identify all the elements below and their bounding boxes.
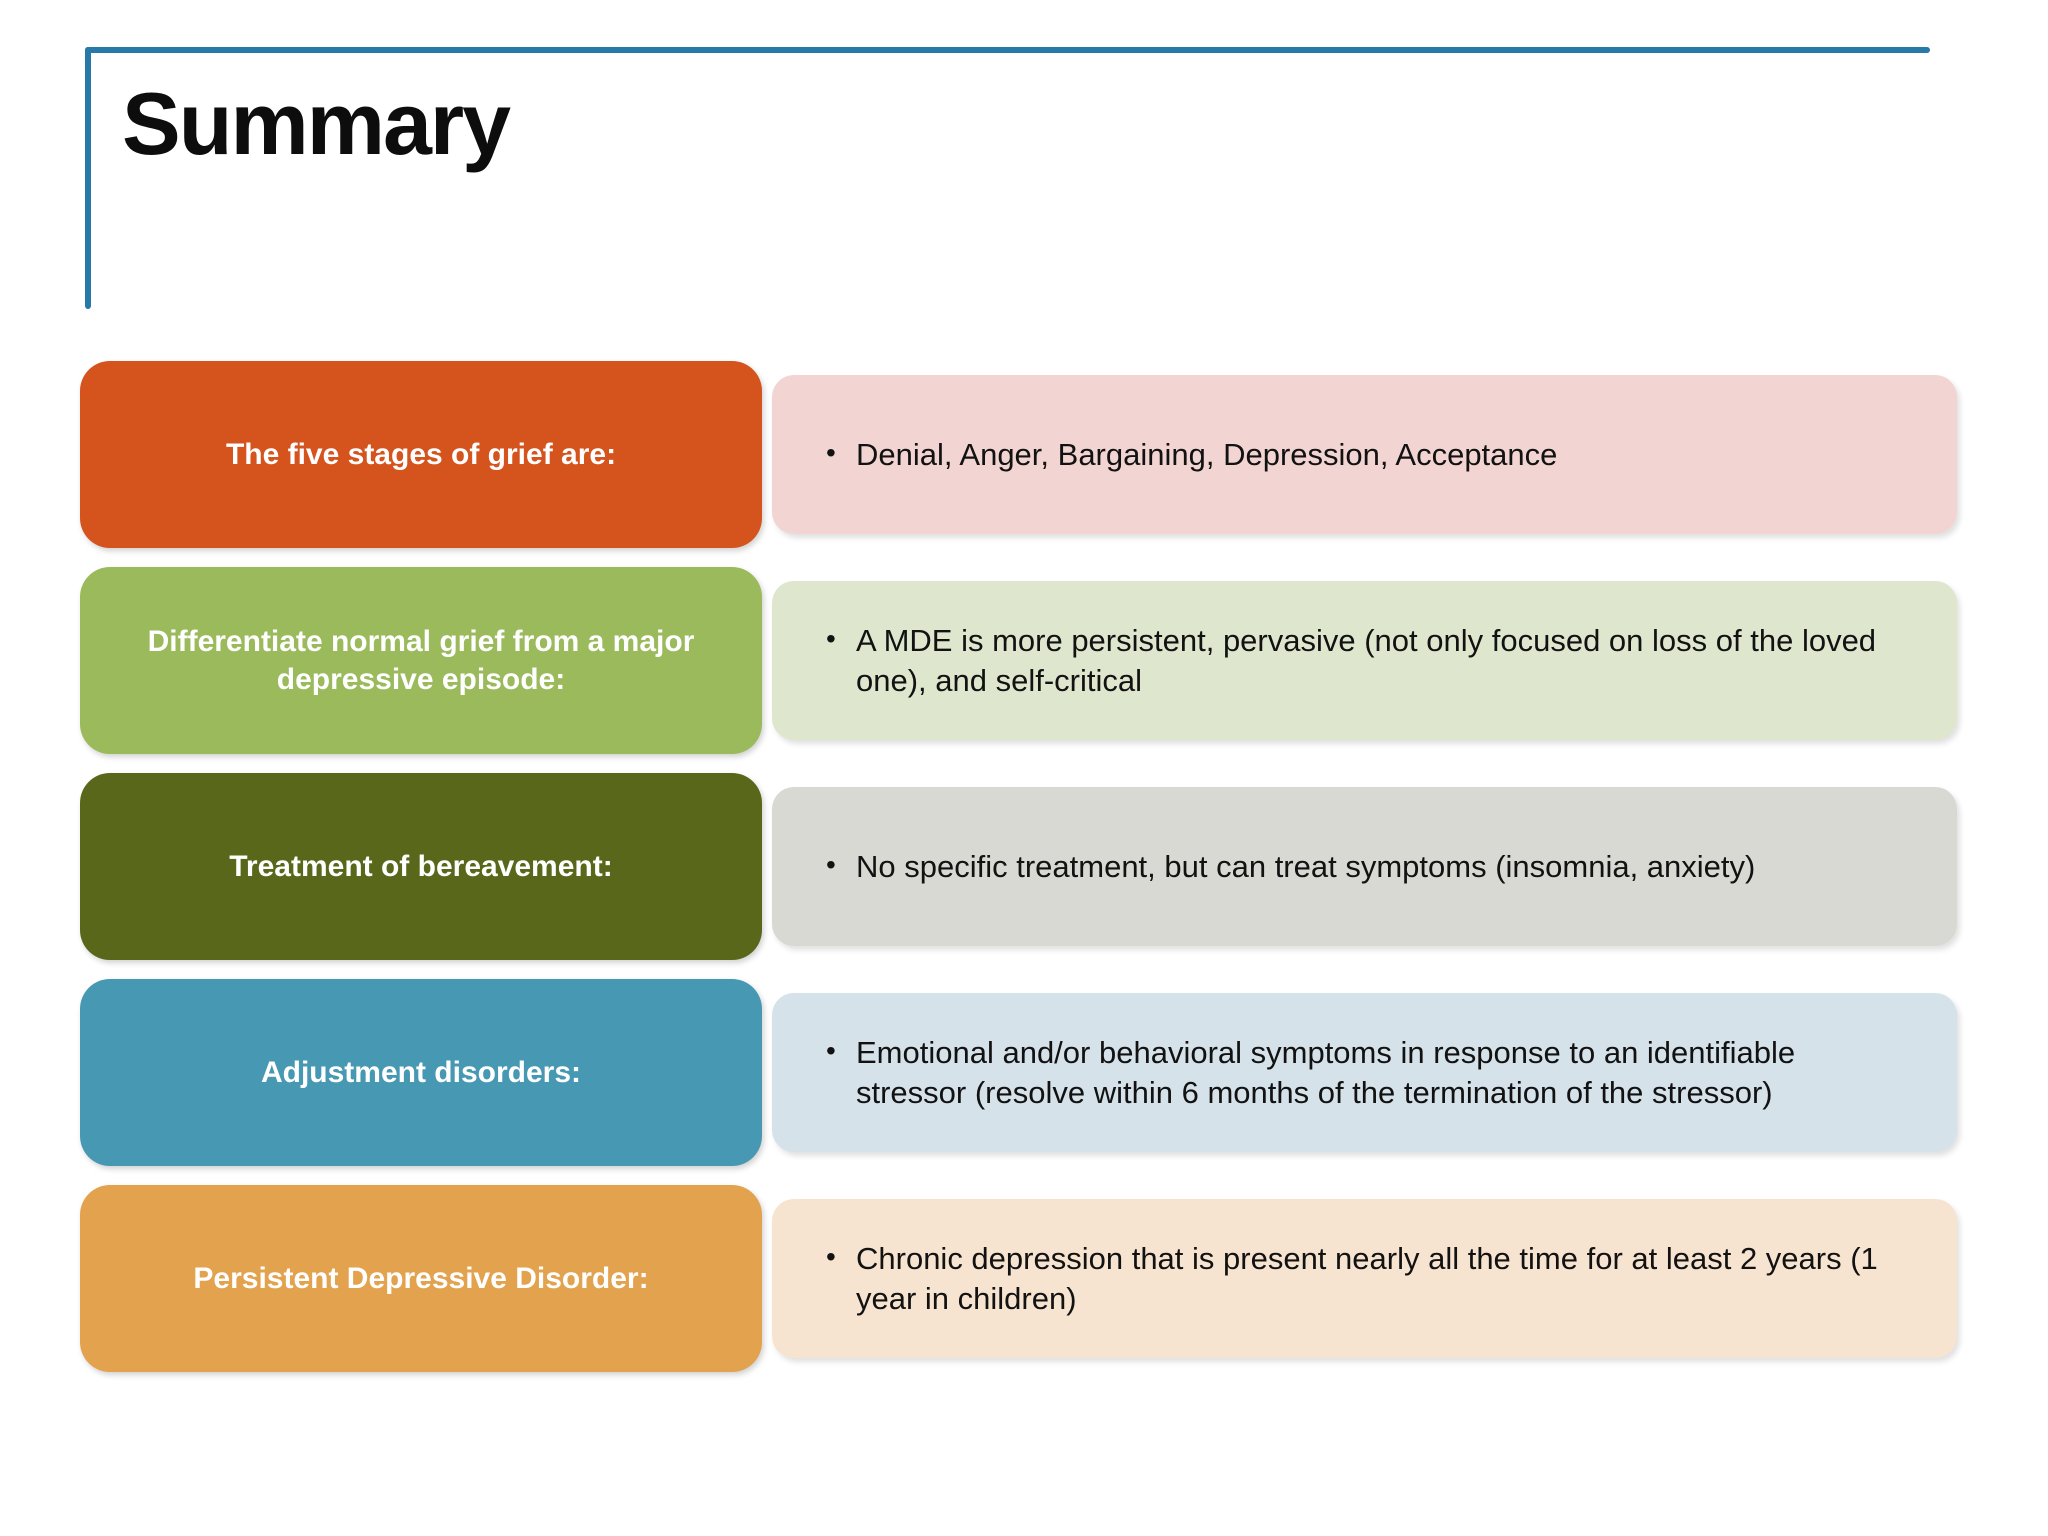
row-label-box: Persistent Depressive Disorder:	[80, 1185, 762, 1372]
accent-border-top	[85, 47, 1930, 53]
row-label-box: Differentiate normal grief from a major …	[80, 567, 762, 754]
summary-row: Treatment of bereavement: • No specific …	[80, 773, 1957, 960]
row-label: Persistent Depressive Disorder:	[193, 1261, 649, 1295]
bullet-icon: •	[826, 436, 836, 468]
row-content-box: • Chronic depression that is present nea…	[772, 1199, 1957, 1358]
bullet-icon: •	[826, 848, 836, 880]
row-content: • A MDE is more persistent, pervasive (n…	[826, 621, 1911, 699]
row-content: • No specific treatment, but can treat s…	[826, 847, 1755, 886]
row-content-box: • Emotional and/or behavioral symptoms i…	[772, 993, 1957, 1152]
row-label-box: Treatment of bereavement:	[80, 773, 762, 960]
row-content-text: A MDE is more persistent, pervasive (not…	[856, 623, 1877, 698]
row-content-box: • Denial, Anger, Bargaining, Depression,…	[772, 375, 1957, 534]
row-content-text: No specific treatment, but can treat sym…	[856, 848, 1756, 884]
row-content: • Emotional and/or behavioral symptoms i…	[826, 1033, 1911, 1111]
row-content-text: Denial, Anger, Bargaining, Depression, A…	[856, 436, 1558, 472]
summary-row: The five stages of grief are: • Denial, …	[80, 361, 1957, 548]
row-content-box: • A MDE is more persistent, pervasive (n…	[772, 581, 1957, 740]
row-label-box: Adjustment disorders:	[80, 979, 762, 1166]
summary-row: Persistent Depressive Disorder: • Chroni…	[80, 1185, 1957, 1372]
row-content: • Denial, Anger, Bargaining, Depression,…	[826, 435, 1557, 474]
row-content-text: Emotional and/or behavioral symptoms in …	[856, 1035, 1796, 1110]
summary-row: Differentiate normal grief from a major …	[80, 567, 1957, 754]
row-content-box: • No specific treatment, but can treat s…	[772, 787, 1957, 946]
bullet-icon: •	[826, 1241, 836, 1273]
summary-rows: The five stages of grief are: • Denial, …	[80, 361, 1957, 1391]
accent-border-left	[85, 47, 91, 309]
row-content-text: Chronic depression that is present nearl…	[856, 1241, 1878, 1316]
row-label: Treatment of bereavement:	[229, 849, 613, 883]
page-title: Summary	[122, 74, 511, 173]
bullet-icon: •	[826, 623, 836, 655]
bullet-icon: •	[826, 1035, 836, 1067]
row-label: Differentiate normal grief from a major …	[147, 625, 695, 696]
row-label: Adjustment disorders:	[260, 1055, 582, 1089]
row-content: • Chronic depression that is present nea…	[826, 1239, 1911, 1317]
row-label-box: The five stages of grief are:	[80, 361, 762, 548]
summary-row: Adjustment disorders: • Emotional and/or…	[80, 979, 1957, 1166]
row-label: The five stages of grief are:	[225, 437, 617, 471]
